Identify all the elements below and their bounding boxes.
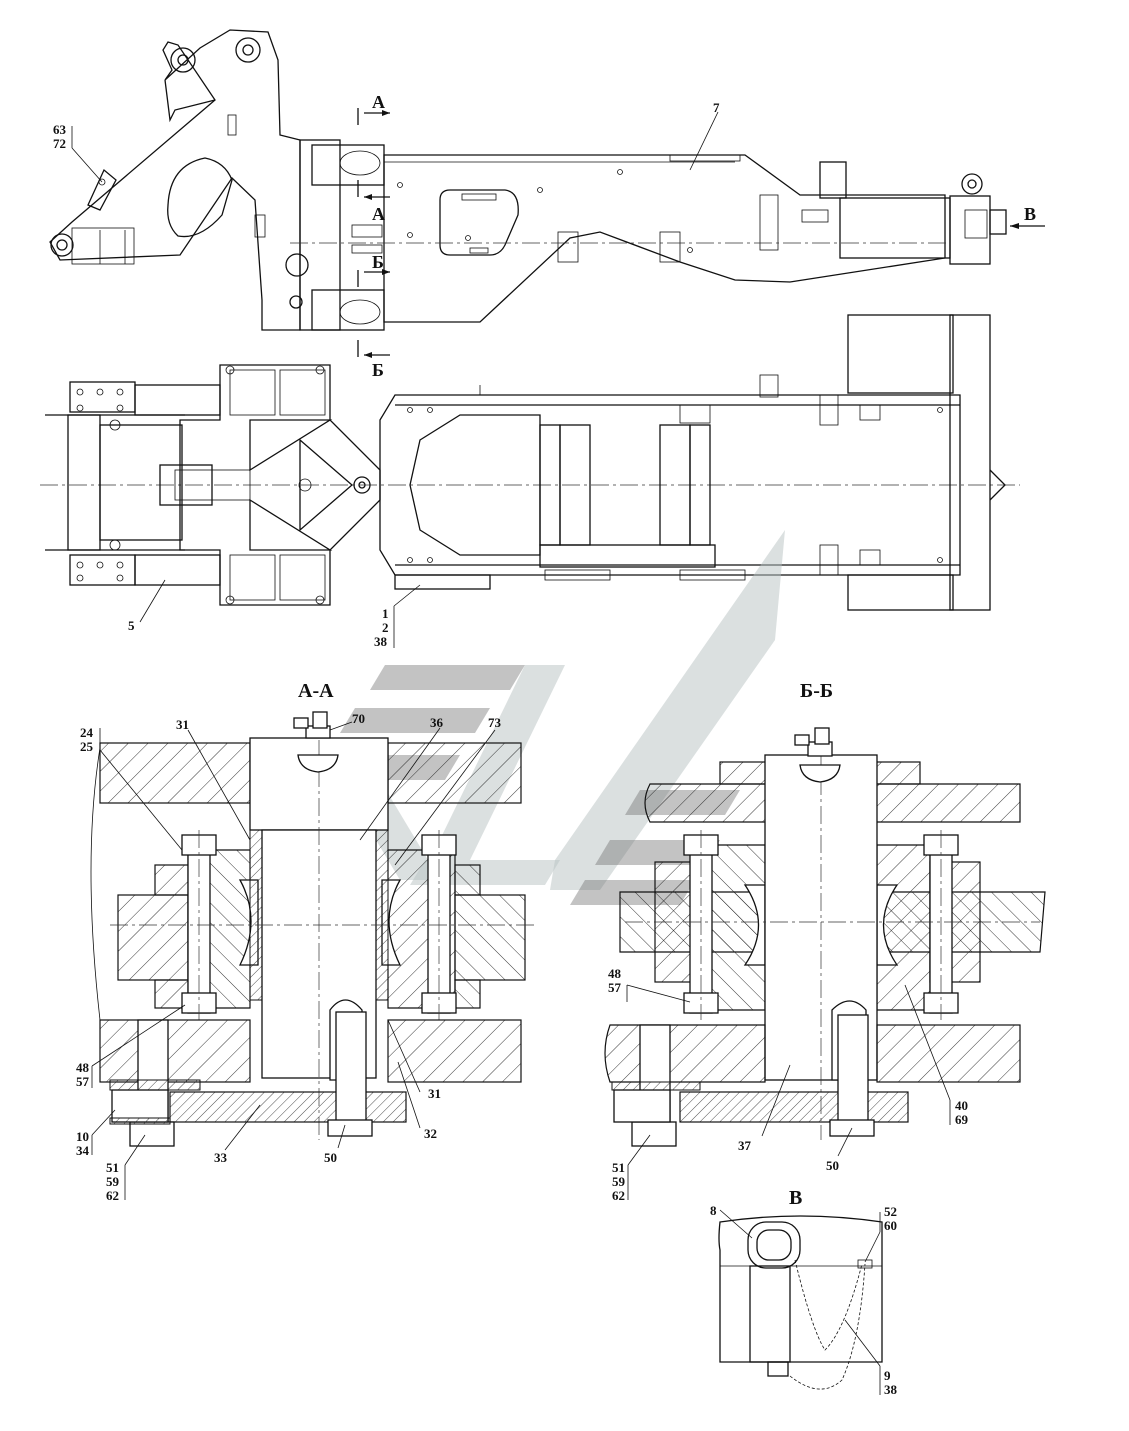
label-1: 1 — [382, 606, 389, 621]
label-48-left: 48 — [76, 1060, 90, 1075]
label-40: 40 — [955, 1098, 968, 1113]
section-mark-v: В — [1024, 204, 1036, 224]
label-33: 33 — [214, 1150, 228, 1165]
label-36: 36 — [430, 715, 444, 730]
label-2: 2 — [382, 620, 389, 635]
part-labels: 63 72 7 5 1 2 38 24 25 31 70 36 73 48 57… — [53, 100, 969, 1397]
label-59-right: 59 — [612, 1174, 626, 1189]
label-57-right: 57 — [608, 980, 622, 995]
label-38-v: 38 — [884, 1382, 898, 1397]
label-72: 72 — [53, 136, 66, 151]
label-37: 37 — [738, 1138, 752, 1153]
label-32: 32 — [424, 1126, 437, 1141]
label-59-left: 59 — [106, 1174, 120, 1189]
label-70: 70 — [352, 711, 365, 726]
section-mark-b-top: Б — [372, 252, 384, 272]
label-31-top: 31 — [176, 717, 189, 732]
frame-side-view — [49, 29, 1007, 331]
label-5: 5 — [128, 618, 135, 633]
label-48-right: 48 — [608, 966, 622, 981]
label-9: 9 — [884, 1368, 891, 1383]
section-bb: Б-Б — [604, 680, 1046, 1147]
label-8: 8 — [710, 1203, 717, 1218]
section-marks: А А Б Б В — [357, 92, 1045, 380]
label-50-right: 50 — [826, 1158, 839, 1173]
label-60: 60 — [884, 1218, 897, 1233]
view-v-title: В — [789, 1187, 802, 1209]
label-62-right: 62 — [612, 1188, 625, 1203]
view-v: В — [718, 1187, 883, 1390]
label-24: 24 — [80, 725, 94, 740]
label-38: 38 — [374, 634, 388, 649]
label-73: 73 — [488, 715, 502, 730]
label-7: 7 — [713, 100, 720, 115]
section-mark-a-top: А — [372, 92, 385, 112]
section-aa: А-А — [90, 680, 535, 1147]
section-mark-b-bottom: Б — [372, 360, 384, 380]
label-52: 52 — [884, 1204, 897, 1219]
label-57-left: 57 — [76, 1074, 90, 1089]
section-mark-a-bottom: А — [372, 204, 385, 224]
label-25: 25 — [80, 739, 94, 754]
label-51-right: 51 — [612, 1160, 625, 1175]
label-69: 69 — [955, 1112, 969, 1127]
label-10: 10 — [76, 1129, 89, 1144]
label-34: 34 — [76, 1143, 90, 1158]
section-bb-title: Б-Б — [800, 680, 833, 702]
section-aa-title: А-А — [298, 680, 334, 702]
label-63: 63 — [53, 122, 67, 137]
label-51-left: 51 — [106, 1160, 119, 1175]
label-50-left: 50 — [324, 1150, 337, 1165]
label-62-left: 62 — [106, 1188, 119, 1203]
label-31-bottom: 31 — [428, 1086, 441, 1101]
leader-lines — [71, 111, 951, 1395]
frame-plan-view — [40, 314, 1020, 611]
